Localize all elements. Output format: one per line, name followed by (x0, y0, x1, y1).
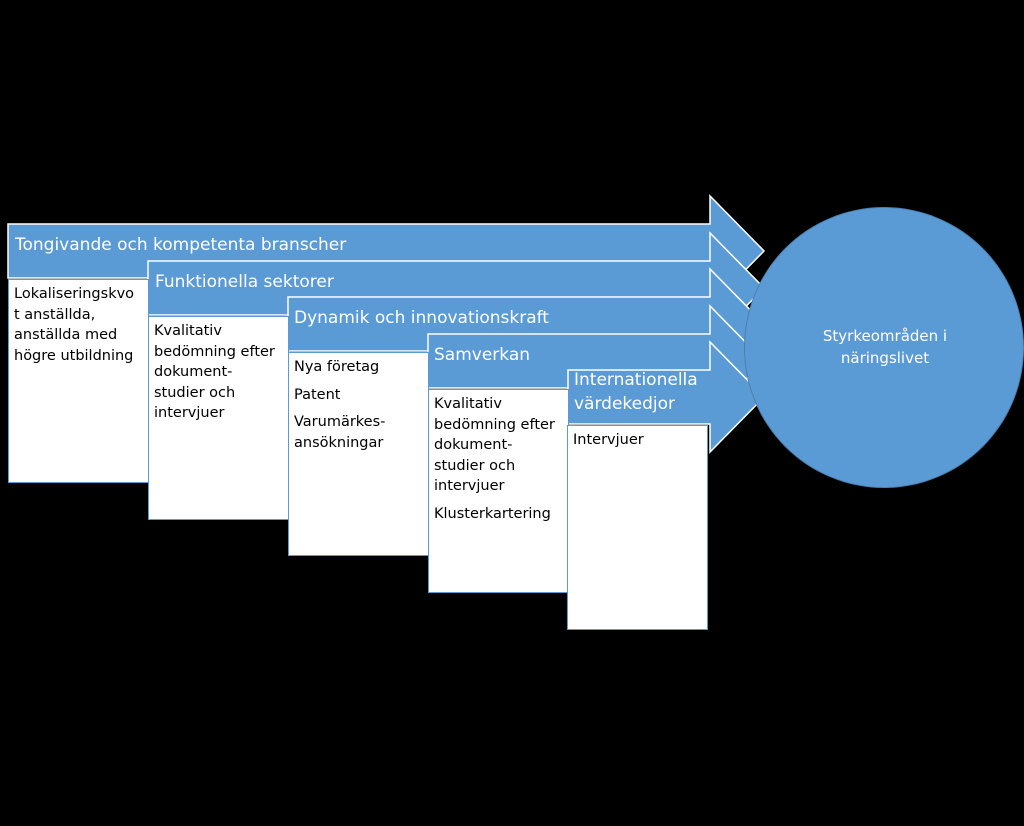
stage-4-title: Samverkan (434, 345, 531, 365)
stage-2-title: Funktionella sektorer (155, 272, 334, 292)
stage-3-methods-box: Nya företag Patent Varumärkes- ansökning… (288, 352, 429, 556)
stage-1-title: Tongivande och kompetenta branscher (15, 235, 347, 255)
stage-3-title: Dynamik och innovationskraft (294, 308, 549, 328)
stage-2-methods-box: Kvalitativ bedömning efter dokument- stu… (148, 316, 289, 520)
stage-1-methods-box: Lokaliseringskvo t anställda, anställda … (8, 279, 149, 483)
goal-label: Styrkeområden i näringslivet (822, 327, 948, 367)
stage-5-methods-box: Intervjuer (567, 425, 708, 630)
arrow-stage-5 (567, 340, 766, 454)
stage-5-title: Internationella värdekedjor (574, 370, 698, 414)
stage-4-methods-box: Kvalitativ bedömning efter dokument- stu… (428, 389, 569, 593)
goal-circle (744, 207, 1024, 488)
